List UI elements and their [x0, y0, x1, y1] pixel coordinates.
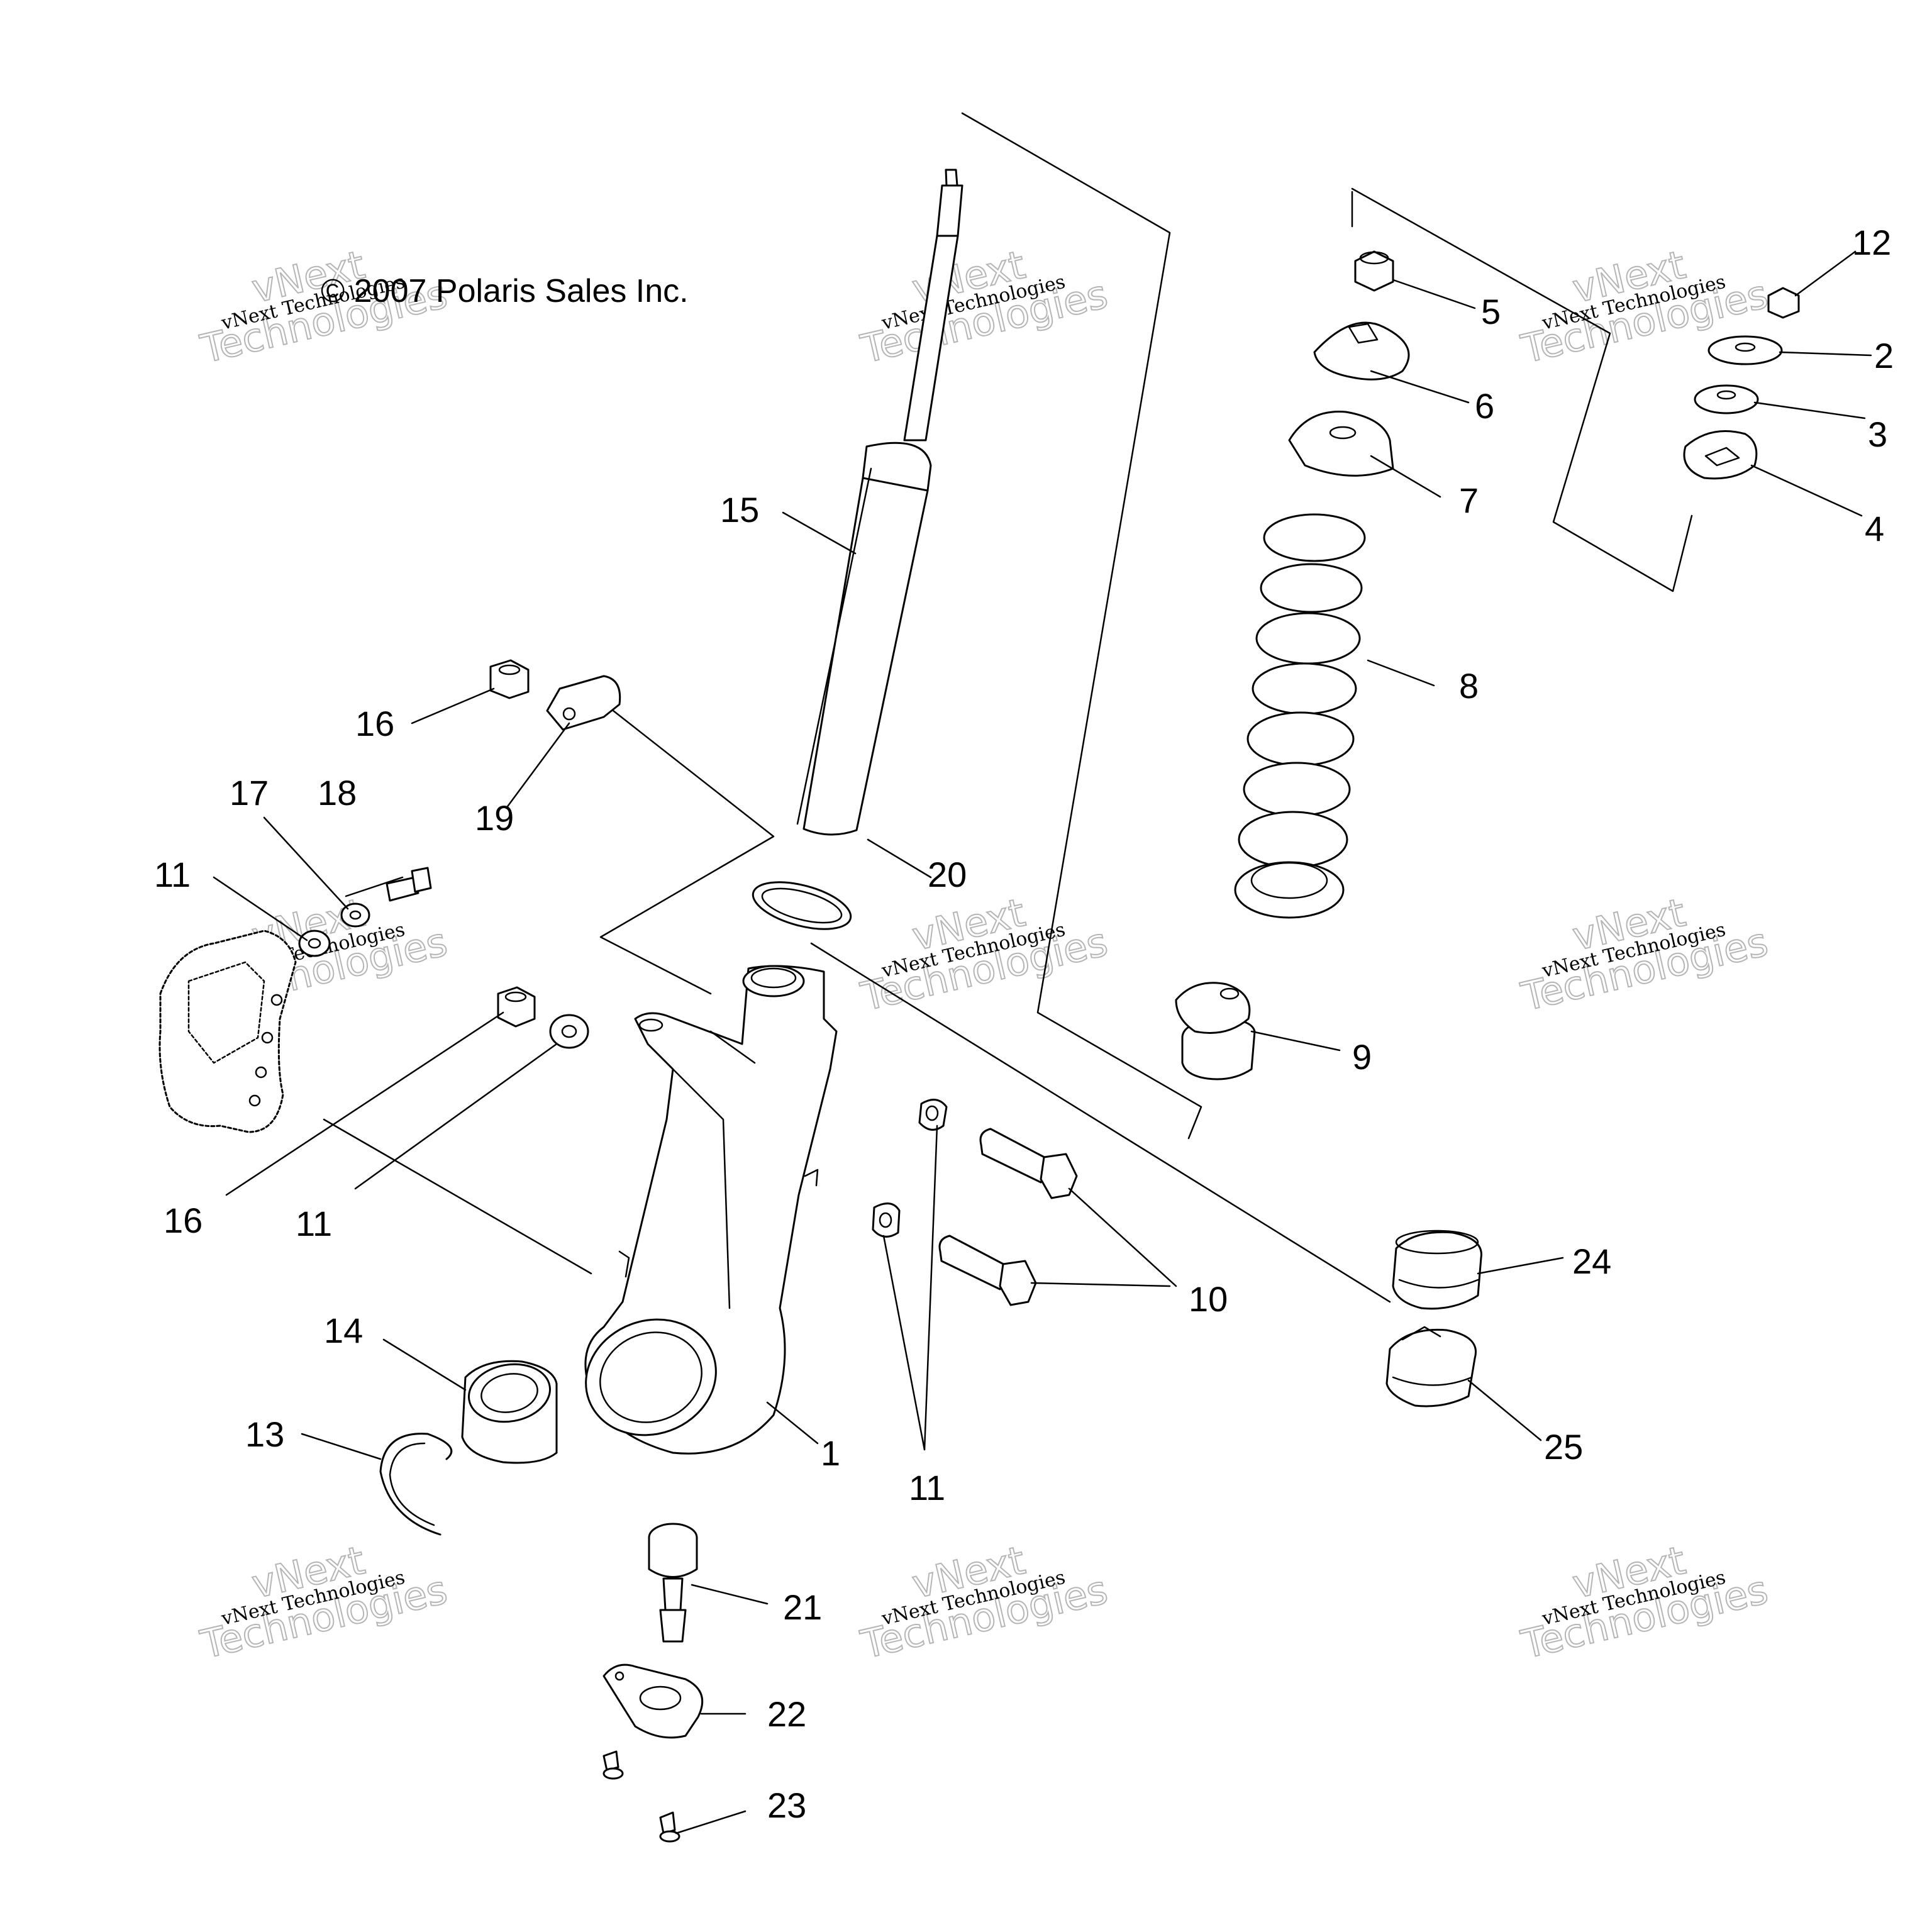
- callout-11-caliper: 11: [154, 855, 191, 894]
- bolt-18: [386, 867, 432, 902]
- snap-ring: [379, 1433, 453, 1536]
- callout-16-upper: 16: [355, 704, 394, 743]
- nut-16-upper: [489, 659, 530, 699]
- hardware-kit-bracket-main: [1351, 187, 1693, 592]
- ball-joint: [648, 1523, 698, 1643]
- washer-17: [340, 902, 370, 928]
- callout-25: 25: [1544, 1427, 1583, 1467]
- washer-11-upper-right: [918, 1099, 948, 1131]
- callout-4: 4: [1865, 509, 1884, 548]
- callout-19: 19: [475, 798, 514, 838]
- mount-4: [1683, 430, 1758, 480]
- coil-spring: [1234, 513, 1366, 919]
- watermark-2: vNext Technologies vNext Technologies: [856, 241, 1112, 373]
- knuckle-assembly-bracket: [599, 709, 775, 995]
- watermark-5: vNext Technologies vNext Technologies: [856, 889, 1112, 1021]
- washer-3: [1694, 384, 1759, 414]
- callout-labels: 1 2 3 4 5 6 7 8 9 10 11 11 11 12 13 14 1…: [154, 223, 1894, 1825]
- spring-seat-cup: [1288, 411, 1394, 477]
- brake-caliper: [158, 930, 297, 1133]
- screw-23-upper: [602, 1750, 624, 1780]
- callout-23: 23: [767, 1785, 806, 1825]
- callout-2: 2: [1874, 336, 1894, 375]
- brake-line-clip: [546, 675, 621, 731]
- callout-24: 24: [1572, 1241, 1611, 1281]
- watermark-9: vNext Technologies vNext Technologies: [1516, 1536, 1772, 1668]
- copyright-text: © 2007 Polaris Sales Inc.: [321, 273, 689, 309]
- leader-lines: [213, 250, 1872, 1835]
- knuckle-bracket-left: [323, 1118, 592, 1275]
- callout-18: 18: [318, 773, 357, 813]
- nut-16-lower: [497, 986, 536, 1028]
- callout-16-lower: 16: [164, 1201, 203, 1240]
- callout-6: 6: [1475, 386, 1494, 426]
- washer-11-caliper: [298, 930, 331, 957]
- collar-25: [1385, 1326, 1477, 1407]
- callout-9: 9: [1352, 1037, 1372, 1077]
- strut-shock-absorber: [796, 169, 963, 836]
- washer-2: [1707, 335, 1783, 365]
- callout-21: 21: [783, 1587, 822, 1627]
- screw-23-lower: [659, 1811, 680, 1843]
- o-ring-seal: [752, 881, 852, 930]
- bolt-10-lower: [938, 1235, 1037, 1306]
- knuckle-bracket-right: [810, 942, 1391, 1303]
- callout-10: 10: [1189, 1279, 1228, 1319]
- hardware-nut-12: [1767, 287, 1800, 319]
- strut-assembly-bracket: [961, 112, 1202, 1140]
- callout-5: 5: [1481, 292, 1501, 331]
- callout-11-mid: 11: [296, 1204, 332, 1243]
- callout-22: 22: [767, 1694, 806, 1734]
- watermark-8: vNext Technologies vNext Technologies: [856, 1536, 1112, 1668]
- retainer-plate: [602, 1663, 704, 1739]
- callout-1: 1: [821, 1433, 840, 1473]
- callout-7: 7: [1459, 480, 1479, 520]
- callout-17: 17: [230, 773, 269, 813]
- callout-3: 3: [1868, 414, 1887, 454]
- wheel-bearing: [461, 1360, 558, 1464]
- assembly-brackets: [323, 112, 1693, 1303]
- washer-11-mid: [549, 1014, 589, 1049]
- bump-stop: [1175, 982, 1256, 1080]
- watermark-6: vNext Technologies vNext Technologies: [1516, 889, 1772, 1021]
- callout-13: 13: [245, 1414, 284, 1454]
- callout-12: 12: [1852, 223, 1891, 262]
- steering-knuckle: [584, 965, 838, 1455]
- callout-15: 15: [720, 490, 759, 530]
- watermark-7: vNext Technologies vNext Technologies: [196, 1536, 452, 1668]
- callout-11-right: 11: [909, 1468, 945, 1507]
- callout-20: 20: [928, 855, 967, 894]
- top-nut: [1354, 250, 1394, 292]
- callout-8: 8: [1459, 666, 1479, 706]
- bolt-10-upper: [979, 1128, 1078, 1199]
- upper-spring-cup: [1313, 321, 1410, 380]
- washer-11-lower-right: [872, 1202, 901, 1238]
- callout-14: 14: [324, 1311, 363, 1350]
- collar-24: [1392, 1230, 1482, 1310]
